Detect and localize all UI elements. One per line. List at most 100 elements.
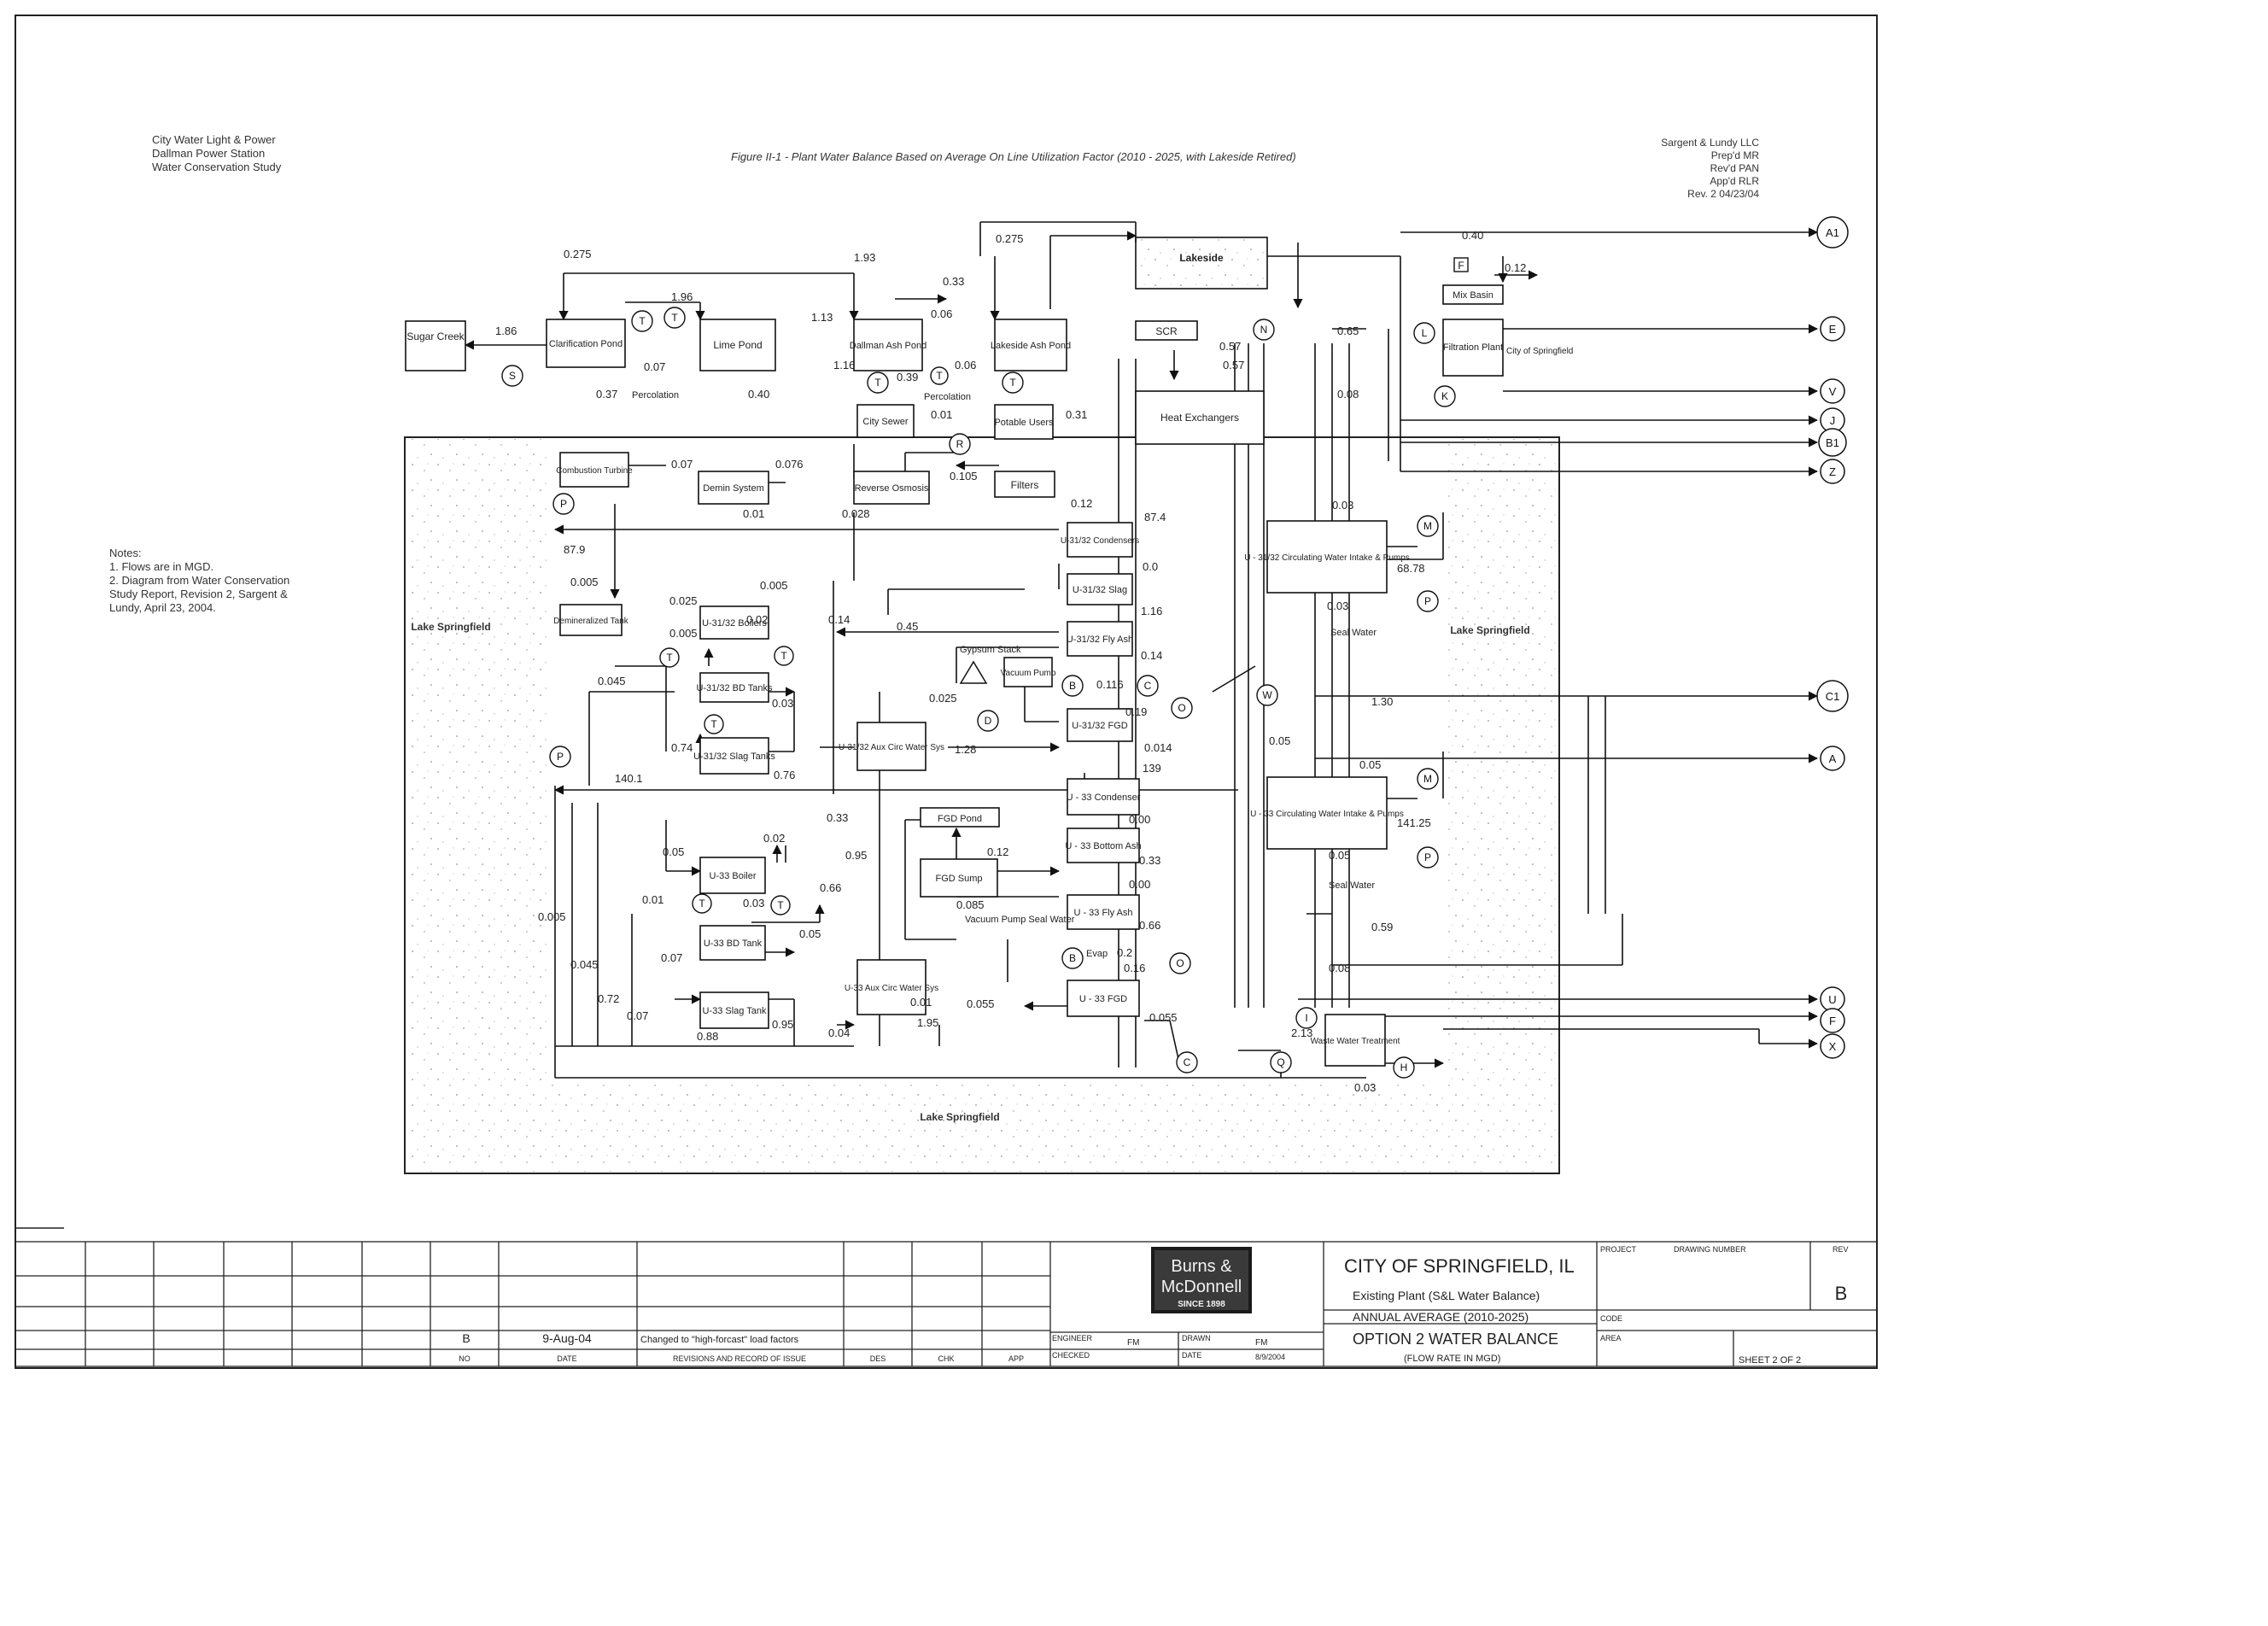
- label-reverse-osmosis: Reverse Osmosis: [855, 483, 929, 494]
- header-left-line-2: Dallman Power Station: [152, 147, 266, 160]
- node-marker: P: [552, 493, 575, 515]
- svg-text:B: B: [1069, 952, 1076, 964]
- label-u33-slag-tank: U-33 Slag Tank: [702, 1006, 767, 1016]
- box-lakeside-ash-pond: [994, 319, 1067, 371]
- label-u3132-boilers: U-31/32 Boilers: [702, 618, 767, 629]
- flow-label: 0.33: [827, 811, 848, 824]
- header-right: Sargent & Lundy LLC Prep'd MR Rev'd PAN …: [1622, 137, 1759, 201]
- svg-text:OPTION 2 WATER BALANCE: OPTION 2 WATER BALANCE: [1353, 1331, 1558, 1348]
- node-marker: C: [1137, 675, 1159, 697]
- node-marker: M: [1417, 515, 1439, 537]
- box-u3132-circ-water: [1266, 520, 1388, 594]
- node-marker: T: [704, 714, 724, 734]
- flow-label: 0.05: [1269, 734, 1290, 747]
- flow-label: 0.275: [564, 248, 592, 260]
- svg-text:DRAWING NUMBER: DRAWING NUMBER: [1674, 1245, 1746, 1254]
- flow-label: 0.2: [1117, 946, 1132, 959]
- label-u3132-slag-tanks: U-31/32 Slag Tanks: [693, 752, 775, 762]
- connector-e: E: [1820, 316, 1845, 342]
- flow-label: 0.12: [987, 845, 1008, 858]
- node-marker: B: [1061, 947, 1084, 969]
- box-u33-boiler: [699, 857, 766, 894]
- label-fgd-sump: FGD Sump: [935, 874, 982, 884]
- label-combustion-turbine: Combustion Turbine: [556, 466, 633, 476]
- svg-text:T: T: [780, 650, 787, 662]
- svg-text:ANNUAL AVERAGE (2010-2025): ANNUAL AVERAGE (2010-2025): [1353, 1310, 1529, 1324]
- flow-label: 0.39: [897, 371, 918, 383]
- label-u33-condenser: U - 33 Condenser: [1067, 793, 1141, 803]
- flow-label: 1.86: [495, 325, 517, 337]
- flow-label: 0.00: [1129, 813, 1150, 826]
- flow-label: 0.19: [1125, 705, 1147, 718]
- svg-text:Burns &: Burns &: [1171, 1257, 1232, 1276]
- flow-label: 0.025: [929, 692, 957, 705]
- flow-label: 0.02: [746, 613, 768, 626]
- box-demin-storage-tank: [559, 604, 623, 636]
- box-clarification-pond: [546, 319, 626, 368]
- flow-label: 0.07: [671, 458, 693, 471]
- node-marker: Q: [1270, 1051, 1292, 1073]
- node-marker: O: [1169, 952, 1191, 974]
- box-reverse-osmosis: [853, 471, 930, 505]
- notes-line-2: 2. Diagram from Water Conservation: [109, 574, 290, 587]
- label-city-sewer: City Sewer: [862, 417, 909, 427]
- connector-x: X: [1820, 1033, 1845, 1059]
- svg-text:R: R: [956, 438, 964, 450]
- label-u3132-fly-ash: U-31/32 Fly Ash: [1067, 635, 1133, 645]
- label-u3132-fgd: U-31/32 FGD: [1072, 721, 1127, 731]
- svg-text:T: T: [936, 370, 943, 382]
- box-dallman-ash-pond: [853, 319, 923, 371]
- svg-text:B: B: [1835, 1283, 1848, 1304]
- flow-label: 0.16: [1124, 962, 1145, 974]
- label-lakeside-ash-pond: Lakeside Ash Pond: [991, 341, 1071, 351]
- node-marker: W: [1256, 684, 1278, 706]
- flow-label: 0.59: [1371, 921, 1393, 933]
- label-fgd-pond: FGD Pond: [938, 814, 982, 824]
- flow-label: 0.57: [1223, 359, 1244, 371]
- flow-label: 1.30: [1371, 695, 1393, 708]
- connectors: A1 E V J B1 Z C1 A U F X: [1816, 216, 1849, 1059]
- notes-line-4: Lundy, April 23, 2004.: [109, 601, 216, 614]
- flow-label: 87.9: [564, 543, 585, 556]
- svg-text:Existing Plant (S&L Water Bala: Existing Plant (S&L Water Balance): [1353, 1289, 1540, 1302]
- node-markers: S T T T T T R F L K N M P P W B C D O P …: [501, 257, 1469, 1079]
- svg-text:B: B: [462, 1331, 470, 1345]
- node-marker: P: [549, 746, 571, 768]
- svg-text:DATE: DATE: [1182, 1351, 1201, 1360]
- box-demin-system: [698, 471, 769, 505]
- svg-text:S: S: [509, 370, 516, 382]
- box-combustion-turbine: [559, 452, 629, 488]
- label-u3132-bd-tanks: U-31/32 BD Tanks: [696, 683, 773, 693]
- flow-label: 140.1: [615, 772, 643, 785]
- box-group: [405, 237, 1504, 1067]
- flow-label: 0.07: [661, 951, 682, 964]
- figure-title: Figure II-1 - Plant Water Balance Based …: [731, 150, 1296, 163]
- flow-label: 0.105: [950, 470, 978, 483]
- svg-text:PROJECT: PROJECT: [1600, 1245, 1637, 1254]
- node-marker: T: [770, 895, 791, 915]
- box-u33-circ-water: [1266, 776, 1388, 850]
- flow-label: 0.05: [1359, 758, 1381, 771]
- flow-label: 1.93: [854, 251, 875, 264]
- svg-text:J: J: [1830, 414, 1836, 427]
- box-u3132-slag-tanks: [699, 737, 769, 775]
- svg-text:D: D: [985, 715, 992, 727]
- node-marker: C: [1176, 1051, 1198, 1073]
- svg-text:T: T: [710, 718, 717, 730]
- flow-label: 68.78: [1397, 562, 1425, 575]
- svg-text:DRAWN: DRAWN: [1182, 1334, 1211, 1342]
- flow-label: 0.01: [910, 996, 932, 1009]
- svg-text:T: T: [874, 377, 881, 389]
- burns-mcdonnell-logo: Burns & McDonnell SINCE 1898: [1151, 1247, 1252, 1313]
- svg-text:A: A: [1829, 752, 1837, 765]
- svg-text:E: E: [1829, 323, 1837, 336]
- header-left-line-1: City Water Light & Power: [152, 133, 276, 146]
- node-marker: M: [1417, 768, 1439, 790]
- flow-label: 0.08: [1329, 962, 1350, 974]
- box-u33-bd-tank: [699, 925, 766, 961]
- flow-label: 0.055: [967, 997, 995, 1010]
- flow-label: 0.01: [642, 893, 663, 906]
- connector-c1: C1: [1816, 680, 1849, 712]
- box-vacuum-pump: [1003, 657, 1053, 687]
- label-u33-fgd: U - 33 FGD: [1079, 994, 1127, 1004]
